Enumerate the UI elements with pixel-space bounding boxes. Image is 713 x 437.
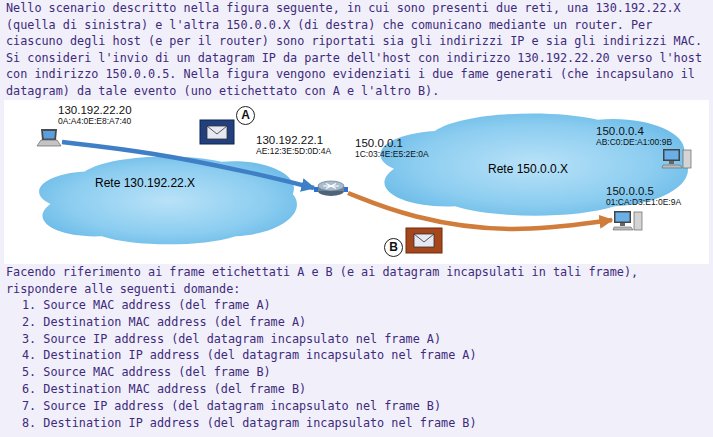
network-cloud-shape: [22, 150, 307, 248]
router-icon-shape: [314, 178, 348, 198]
envelope-icon: [200, 120, 234, 144]
laptop-screen: [43, 131, 55, 139]
cloud-shape: [39, 156, 297, 244]
cloud-shape: [380, 113, 688, 215]
ip-address: 150.0.0.4: [596, 125, 644, 137]
host-pc-shape: [612, 209, 644, 231]
question-item: 7. Source IP address (del datagram incap…: [22, 398, 441, 415]
router-port: [314, 187, 318, 192]
question-item: 5. Source MAC address (del frame B): [22, 364, 271, 381]
pc-tower: [634, 212, 642, 230]
router-top: [318, 181, 344, 191]
envelope-icon: [406, 228, 442, 253]
mac-address: AE:12:3E:5D:0D:4A: [256, 146, 331, 156]
mac-address: 1C:03:4E:E5:2E:0A: [355, 149, 429, 159]
envelope-flap: [414, 234, 434, 242]
question-item: 3. Source IP address (del datagram incap…: [22, 331, 441, 348]
mac-address: AB:C0:DE:A1:00:9B: [596, 137, 672, 147]
monitor-screen: [665, 151, 679, 160]
ip-address: 130.192.22.1: [256, 134, 323, 146]
frame-box: [200, 120, 234, 144]
monitor-screen: [616, 213, 630, 222]
pc-tower: [683, 150, 691, 168]
figure-panel: [4, 100, 709, 264]
monitor-stand: [620, 223, 625, 226]
router-arrows: [323, 184, 339, 189]
frame-box: [406, 228, 442, 253]
host-laptop: 130.192.22.200A:A4:0E:E8:A7:40: [36, 128, 62, 148]
monitor-frame: [663, 149, 680, 161]
question-paragraph: Facendo riferimento ai frame etichettati…: [6, 264, 696, 297]
laptop-base: [37, 140, 61, 146]
envelope-flap: [207, 126, 227, 134]
ip-address: 130.192.22.20: [58, 104, 132, 116]
frame-callout: A: [236, 106, 255, 125]
question-item: 6. Destination MAC address (del frame B): [22, 381, 306, 398]
network-name: Rete 150.0.0.X: [488, 162, 568, 176]
keyboard: [662, 165, 682, 168]
mac-address: 0A:A4:0E:E8:A7:40: [58, 116, 131, 126]
question-item: 1. Source MAC address (del frame A): [22, 297, 271, 314]
keyboard: [613, 227, 633, 230]
ip-address: 150.0.0.1: [355, 137, 403, 149]
network-name: Rete 130.192.22.X: [95, 176, 195, 190]
question-item: 2. Destination MAC address (del frame A): [22, 314, 306, 331]
question-item: 4. Destination IP address (del datagram …: [22, 347, 477, 364]
envelope: [414, 234, 434, 247]
router-icon: 130.192.22.1AE:12:3E:5D:0D:4A150.0.0.11C…: [314, 178, 348, 198]
router-port: [344, 187, 348, 192]
intro-paragraph: Nello scenario descritto nella figura se…: [6, 0, 711, 99]
ip-address: 150.0.0.5: [606, 185, 654, 197]
laptop-frame: [41, 129, 57, 140]
question-item: 8. Destination IP address (del datagram …: [22, 415, 477, 432]
host-pc: 150.0.0.4AB:C0:DE:A1:00:9B: [662, 147, 692, 169]
network-cloud: Rete 130.192.22.X: [22, 150, 307, 248]
monitor-stand: [669, 161, 674, 164]
host-pc: 150.0.0.501:CA:D3:E1:0E:9A: [612, 209, 644, 231]
envelope: [207, 126, 227, 139]
frame-callout: B: [384, 238, 403, 257]
host-laptop-shape: [36, 128, 62, 148]
mac-address: 01:CA:D3:E1:0E:9A: [606, 197, 681, 207]
monitor-frame: [614, 211, 631, 223]
host-pc-shape: [662, 147, 692, 169]
